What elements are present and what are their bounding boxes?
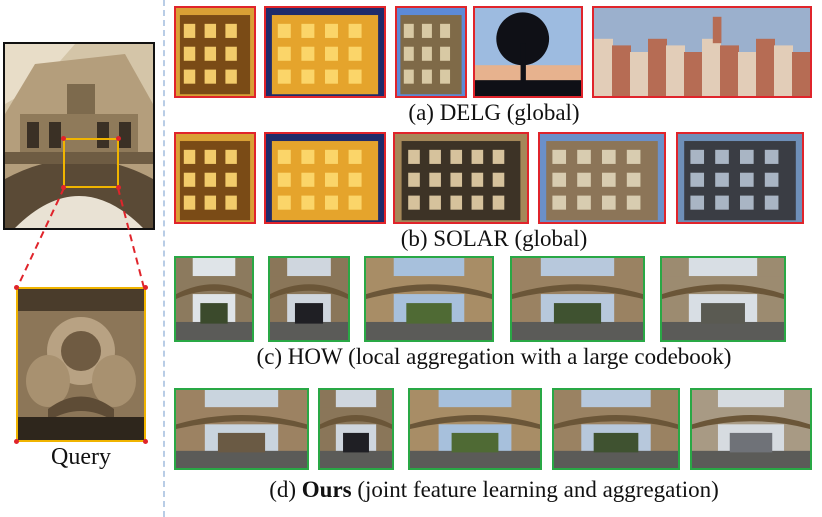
zoom-corner-dot: [14, 439, 19, 444]
query-zoom-photo: [18, 289, 144, 440]
caption-suffix: (joint feature learning and aggregation): [351, 477, 719, 502]
thumbnail-photo: [266, 134, 384, 222]
thumbnail-photo: [397, 8, 465, 96]
thumbnail-photo: [320, 390, 392, 468]
thumbnail-photo: [662, 258, 784, 340]
thumbnail-photo: [395, 134, 527, 222]
result-thumbnail-a-4: [473, 6, 583, 98]
caption-prefix: (d): [269, 477, 302, 502]
roi-corner-dot: [61, 136, 66, 141]
query-zoom-image: [16, 287, 146, 442]
result-thumbnail-d-1: [174, 388, 309, 470]
result-thumbnail-c-2: [268, 256, 350, 342]
result-thumbnail-d-3: [408, 388, 542, 470]
caption-prefix: (c) HOW (local aggregation with a large …: [256, 344, 732, 369]
result-thumbnail-b-1: [174, 132, 256, 224]
thumbnail-photo: [512, 258, 643, 340]
result-thumbnail-c-3: [364, 256, 494, 342]
caption-bold: Ours: [301, 477, 352, 502]
query-panel: [0, 0, 162, 517]
caption-c: (c) HOW (local aggregation with a large …: [166, 343, 822, 371]
thumbnail-photo: [176, 134, 254, 222]
thumbnail-photo: [176, 390, 307, 468]
result-thumbnail-b-4: [538, 132, 666, 224]
result-thumbnail-a-1: [174, 6, 256, 98]
thumbnail-photo: [678, 134, 802, 222]
result-thumbnail-a-5: [592, 6, 812, 98]
roi-corner-dot: [61, 185, 66, 190]
thumbnail-photo: [594, 8, 810, 96]
roi-corner-dot: [116, 136, 121, 141]
caption-prefix: (b) SOLAR (global): [400, 226, 588, 251]
result-thumbnail-b-2: [264, 132, 386, 224]
caption-b: (b) SOLAR (global): [166, 225, 822, 253]
thumbnail-photo: [270, 258, 348, 340]
result-thumbnail-b-3: [393, 132, 529, 224]
result-thumbnail-c-4: [510, 256, 645, 342]
result-thumbnail-b-5: [676, 132, 804, 224]
query-label: Query: [51, 444, 111, 470]
thumbnail-photo: [176, 258, 252, 340]
result-thumbnail-c-5: [660, 256, 786, 342]
thumbnail-photo: [540, 134, 664, 222]
thumbnail-photo: [266, 8, 384, 96]
caption-prefix: (a) DELG (global): [408, 100, 580, 125]
result-thumbnail-a-2: [264, 6, 386, 98]
thumbnail-photo: [475, 8, 581, 96]
caption-a: (a) DELG (global): [166, 99, 822, 127]
result-thumbnail-d-4: [552, 388, 680, 470]
zoom-corner-dot: [143, 285, 148, 290]
caption-d: (d) Ours (joint feature learning and agg…: [166, 476, 822, 504]
thumbnail-photo: [410, 390, 540, 468]
result-thumbnail-d-2: [318, 388, 394, 470]
zoom-connector-lines: [16, 187, 145, 289]
zoom-corner-dot: [14, 285, 19, 290]
roi-corner-dot: [116, 185, 121, 190]
result-thumbnail-d-5: [690, 388, 812, 470]
result-thumbnail-c-1: [174, 256, 254, 342]
thumbnail-photo: [366, 258, 492, 340]
thumbnail-photo: [692, 390, 810, 468]
thumbnail-photo: [176, 8, 254, 96]
zoom-corner-dot: [143, 439, 148, 444]
result-thumbnail-a-3: [395, 6, 467, 98]
thumbnail-photo: [554, 390, 678, 468]
panel-divider: [163, 0, 165, 517]
query-roi-box: [63, 138, 119, 188]
